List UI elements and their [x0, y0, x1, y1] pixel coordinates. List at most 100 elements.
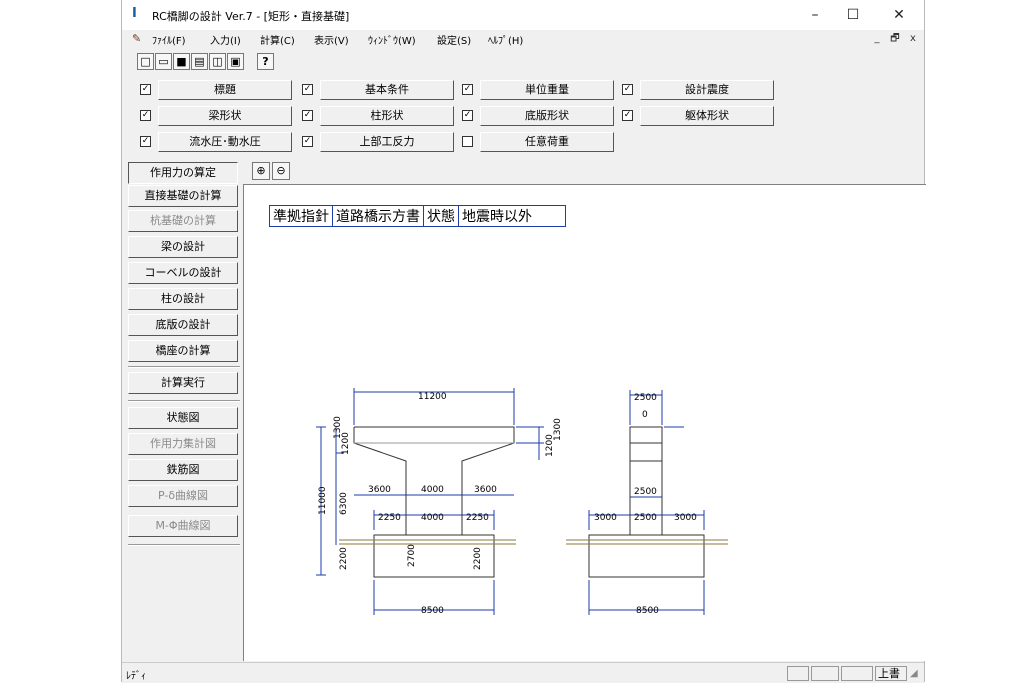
zoom-out-icon[interactable]: ⊖: [272, 162, 290, 180]
grid-button-seismic[interactable]: 設計震度: [640, 80, 774, 100]
separator: [128, 544, 240, 546]
menu-view[interactable]: 表示(V): [314, 36, 349, 47]
grid-button-beam[interactable]: 梁形状: [158, 106, 292, 126]
state-label: 状態: [423, 205, 459, 227]
status-panel: [811, 666, 839, 681]
open-folder-icon[interactable]: ▭: [155, 53, 172, 70]
help-icon[interactable]: ?: [257, 53, 274, 70]
dim-11200: 11200: [418, 392, 447, 402]
window-title: RC橋脚の設計 Ver.7 - [矩形・直接基礎]: [152, 10, 350, 23]
left-panel: 作用力の算定 直接基礎の計算 杭基礎の計算 梁の設計 コーベルの設計 柱の設計 …: [122, 160, 242, 660]
state-diagram-button[interactable]: 状態図: [128, 407, 238, 429]
menu-calc[interactable]: 計算(C): [260, 36, 295, 47]
dim-2250-left: 2250: [378, 513, 401, 523]
dim-2500-mid: 2500: [634, 487, 657, 497]
grid-button-unit-weight[interactable]: 単位重量: [480, 80, 614, 100]
zoom-in-icon[interactable]: ⊕: [252, 162, 270, 180]
menu-input[interactable]: 入力(I): [210, 36, 241, 47]
menu-settings[interactable]: 設定(S): [437, 36, 472, 47]
check-seismic[interactable]: ✓: [622, 84, 633, 95]
rebar-diagram-button[interactable]: 鉄筋図: [128, 459, 238, 481]
dim-11000: 11000: [318, 486, 328, 515]
check-column[interactable]: ✓: [302, 110, 313, 121]
dim-1300: 1300: [333, 416, 343, 439]
check-unit-weight[interactable]: ✓: [462, 84, 473, 95]
dim-0: 0: [642, 410, 648, 420]
dim-8500-front: 8500: [421, 606, 444, 616]
mdi-minimize-button[interactable]: _: [874, 33, 880, 44]
grid-button-superstructure[interactable]: 上部工反力: [320, 132, 454, 152]
check-footing[interactable]: ✓: [462, 110, 473, 121]
minimize-button[interactable]: –: [811, 7, 819, 23]
pile-foundation-button[interactable]: 杭基礎の計算: [128, 210, 238, 232]
mdi-restore-button[interactable]: 🗗: [890, 33, 900, 44]
grid-button-basic[interactable]: 基本条件: [320, 80, 454, 100]
check-beam[interactable]: ✓: [140, 110, 151, 121]
status-panel: [787, 666, 809, 681]
grid-button-footing[interactable]: 底版形状: [480, 106, 614, 126]
menu-file[interactable]: ﾌｧｲﾙ(F): [152, 36, 186, 47]
menu-help[interactable]: ﾍﾙﾌﾟ(H): [488, 36, 524, 47]
column-design-button[interactable]: 柱の設計: [128, 288, 238, 310]
dim-2200-right: 2200: [473, 547, 483, 570]
status-text: ﾚﾃﾞｨ: [126, 671, 146, 682]
force-calc-button[interactable]: 作用力の算定: [128, 162, 238, 184]
dim-3000-right: 3000: [674, 513, 697, 523]
close-button[interactable]: ✕: [893, 7, 905, 23]
maximize-button[interactable]: ☐: [846, 7, 860, 23]
status-bar: ﾚﾃﾞｨ 上書 ◢: [122, 662, 924, 683]
grid-button-water-pressure[interactable]: 流水圧･動水圧: [158, 132, 292, 152]
menu-window[interactable]: ｳｨﾝﾄﾞｳ(W): [368, 36, 416, 47]
dim-6300: 6300: [339, 492, 349, 515]
bearing-calc-button[interactable]: 橋座の計算: [128, 340, 238, 362]
info-table: 準拠指針 道路橋示方書 状態 地震時以外: [269, 205, 566, 227]
dim-4000-upper: 4000: [421, 485, 444, 495]
menu-bar: ✎ ﾌｧｲﾙ(F) 入力(I) 計算(C) 表示(V) ｳｨﾝﾄﾞｳ(W) 設定…: [122, 30, 924, 48]
dim-2500-top: 2500: [634, 393, 657, 403]
state-value: 地震時以外: [458, 205, 566, 227]
status-panel: [841, 666, 873, 681]
grid-button-arbitrary-load[interactable]: 任意荷重: [480, 132, 614, 152]
beam-design-button[interactable]: 梁の設計: [128, 236, 238, 258]
check-superstructure[interactable]: ✓: [302, 136, 313, 147]
force-summary-button[interactable]: 作用力集計図: [128, 433, 238, 455]
run-calc-button[interactable]: 計算実行: [128, 372, 238, 394]
direct-foundation-button[interactable]: 直接基礎の計算: [128, 185, 238, 207]
app-logo-icon: Ⅰ: [132, 6, 137, 21]
app-window: Ⅰ RC橋脚の設計 Ver.7 - [矩形・直接基礎] – ☐ ✕ ✎ ﾌｧｲﾙ…: [121, 0, 926, 683]
grid-button-column[interactable]: 柱形状: [320, 106, 454, 126]
dim-2200-left: 2200: [339, 547, 349, 570]
print-icon[interactable]: ▤: [191, 53, 208, 70]
check-arbitrary-load[interactable]: [462, 136, 473, 147]
drawing-canvas: 準拠指針 道路橋示方書 状態 地震時以外: [243, 184, 926, 661]
check-basic[interactable]: ✓: [302, 84, 313, 95]
pier-drawing: 11200 1300 1200 1300 1200 11000 6300 360…: [316, 388, 728, 616]
check-water-pressure[interactable]: ✓: [140, 136, 151, 147]
print-preview-icon[interactable]: ◫: [209, 53, 226, 70]
footing-design-button[interactable]: 底版の設計: [128, 314, 238, 336]
check-body[interactable]: ✓: [622, 110, 633, 121]
separator: [128, 366, 240, 368]
dim-3000-left: 3000: [594, 513, 617, 523]
document-icon: ✎: [132, 32, 142, 45]
corbel-design-button[interactable]: コーベルの設計: [128, 262, 238, 284]
dim-2700: 2700: [407, 544, 417, 567]
p-delta-curve-button[interactable]: P-δ曲線図: [128, 485, 238, 507]
dim-8500-side: 8500: [636, 606, 659, 616]
mdi-close-button[interactable]: x: [910, 33, 916, 44]
save-icon[interactable]: ■: [173, 53, 190, 70]
m-phi-curve-button[interactable]: M-Φ曲線図: [128, 515, 238, 537]
new-file-icon[interactable]: □: [137, 53, 154, 70]
check-title[interactable]: ✓: [140, 84, 151, 95]
dim-2500-lower: 2500: [634, 513, 657, 523]
dim-3600-left: 3600: [368, 485, 391, 495]
resize-grip-icon[interactable]: ◢: [910, 668, 918, 679]
grid-button-body[interactable]: 躯体形状: [640, 106, 774, 126]
printer-setup-icon[interactable]: ▣: [227, 53, 244, 70]
dim-1200: 1200: [341, 432, 351, 455]
dim-3600-right: 3600: [474, 485, 497, 495]
title-bar: Ⅰ RC橋脚の設計 Ver.7 - [矩形・直接基礎] – ☐ ✕: [122, 0, 924, 30]
grid-button-title[interactable]: 標題: [158, 80, 292, 100]
overwrite-mode: 上書: [875, 666, 907, 681]
dim-2250-right: 2250: [466, 513, 489, 523]
